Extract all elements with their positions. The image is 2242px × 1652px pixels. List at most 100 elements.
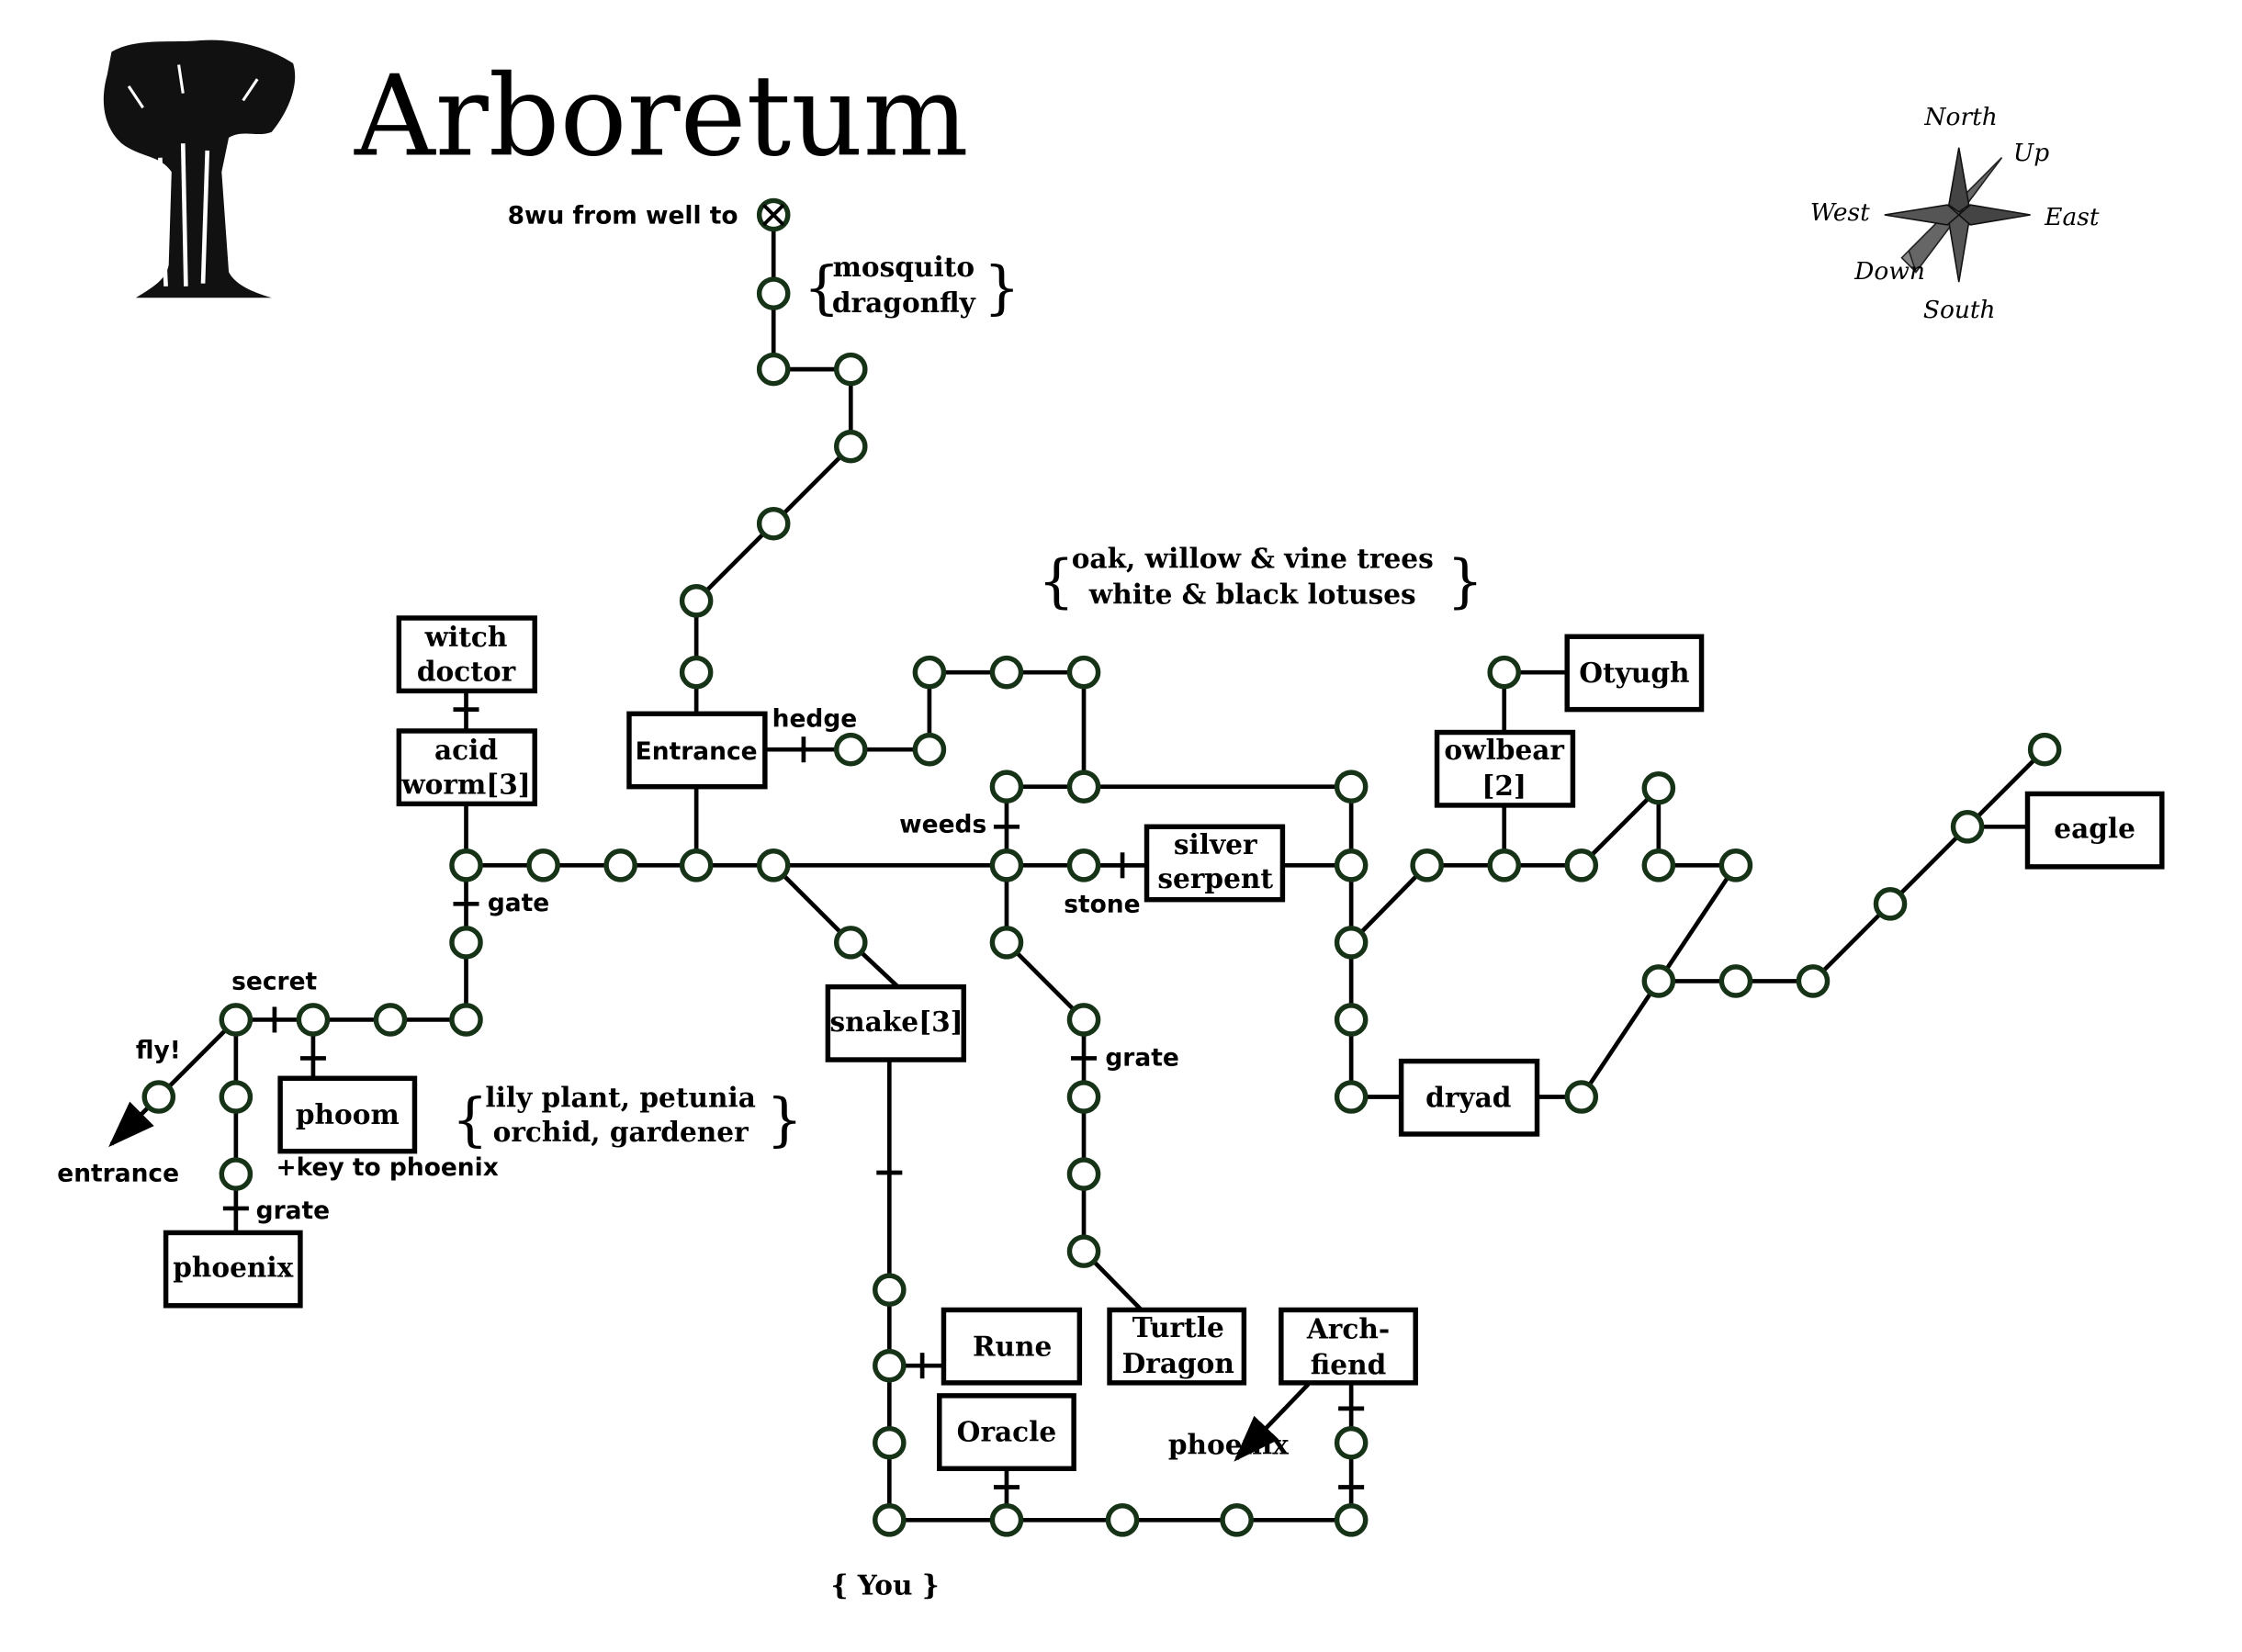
room-node[interactable] <box>1641 964 1676 998</box>
room-node[interactable] <box>1487 655 1522 690</box>
room-node[interactable] <box>679 848 714 882</box>
room-node[interactable] <box>833 429 868 464</box>
note-line: dragonfly <box>832 287 976 319</box>
brace-close-icon: } <box>766 1086 803 1153</box>
compass-star-icon <box>1884 147 2031 283</box>
room-node[interactable] <box>1066 1003 1101 1037</box>
room-node[interactable] <box>1334 926 1369 960</box>
room-node[interactable] <box>1334 1503 1369 1537</box>
room-node[interactable] <box>1066 655 1101 690</box>
note-insects: { mosquito dragonfly } <box>804 251 1020 321</box>
room-archfiend[interactable]: Arch- fiend <box>1279 1307 1418 1386</box>
room-node[interactable] <box>1334 848 1369 882</box>
well-node[interactable] <box>756 197 791 232</box>
nodes <box>141 197 2062 1537</box>
room-node[interactable] <box>1334 770 1369 804</box>
room-silver-serpent[interactable]: silver serpent <box>1144 824 1286 903</box>
room-node[interactable] <box>833 732 868 767</box>
room-node[interactable] <box>141 1080 176 1114</box>
room-node[interactable] <box>373 1003 408 1037</box>
room-witch-doctor[interactable]: witch doctor <box>396 615 537 694</box>
room-node[interactable] <box>989 655 1024 690</box>
you-label: { You } <box>830 1568 939 1601</box>
room-node[interactable] <box>1796 964 1831 998</box>
room-node[interactable] <box>756 276 791 310</box>
room-node[interactable] <box>873 1425 907 1460</box>
room-node[interactable] <box>1564 1080 1599 1114</box>
room-phoom[interactable]: phoom <box>277 1075 418 1154</box>
room-node[interactable] <box>1066 848 1101 882</box>
secret-label: secret <box>231 968 317 996</box>
room-node[interactable] <box>219 1080 253 1114</box>
room-owlbear[interactable]: owlbear [2] <box>1434 729 1576 808</box>
room-node[interactable] <box>912 732 947 767</box>
room-node[interactable] <box>1105 1503 1140 1537</box>
room-node[interactable] <box>873 1273 907 1307</box>
room-node[interactable] <box>756 352 791 387</box>
room-node[interactable] <box>1564 848 1599 882</box>
room-node[interactable] <box>1410 848 1444 882</box>
room-node[interactable] <box>989 770 1024 804</box>
room-node[interactable] <box>873 1348 907 1383</box>
room-node[interactable] <box>1220 1503 1254 1537</box>
room-node[interactable] <box>449 848 483 882</box>
room-node[interactable] <box>756 848 791 882</box>
room-node[interactable] <box>1334 1080 1369 1114</box>
room-node[interactable] <box>1873 887 1908 921</box>
room-node[interactable] <box>989 1503 1024 1537</box>
room-node[interactable] <box>1334 1003 1369 1037</box>
room-node[interactable] <box>989 848 1024 882</box>
room-label: dryad <box>1425 1081 1511 1113</box>
room-node[interactable] <box>756 506 791 541</box>
room-node[interactable] <box>1066 1157 1101 1191</box>
room-entrance[interactable]: Entrance <box>626 711 768 790</box>
room-node[interactable] <box>1718 964 1753 998</box>
compass-north: North <box>1923 103 1997 131</box>
room-node[interactable] <box>912 655 947 690</box>
room-node[interactable] <box>1641 770 1676 805</box>
room-label: phoom <box>296 1098 400 1130</box>
room-phoenix[interactable]: phoenix <box>163 1230 303 1309</box>
room-node[interactable] <box>603 848 637 882</box>
room-node[interactable] <box>526 848 560 882</box>
room-turtle-dragon[interactable]: Turtle Dragon <box>1107 1307 1247 1386</box>
note-line: mosquito <box>833 251 975 283</box>
you-node[interactable] <box>873 1503 907 1537</box>
brace-close-icon: } <box>984 254 1020 321</box>
room-node[interactable] <box>449 926 483 960</box>
room-node[interactable] <box>219 1003 253 1037</box>
gate-label: gate <box>488 889 549 917</box>
room-node[interactable] <box>1066 770 1101 804</box>
room-acid-worm[interactable]: acid worm[3] <box>396 728 537 807</box>
room-node[interactable] <box>679 584 714 618</box>
room-node[interactable] <box>1334 1425 1369 1460</box>
room-otyugh[interactable]: Otyugh <box>1564 634 1705 713</box>
room-eagle[interactable]: eagle <box>2024 791 2165 870</box>
brace-open-icon: { <box>1038 547 1075 614</box>
room-rune[interactable]: Rune <box>941 1307 1083 1386</box>
room-dryad[interactable]: dryad <box>1398 1058 1540 1137</box>
room-node[interactable] <box>449 1003 483 1037</box>
room-node[interactable] <box>1066 1234 1101 1268</box>
room-node[interactable] <box>833 926 868 960</box>
room-node[interactable] <box>1066 1080 1101 1114</box>
room-node[interactable] <box>219 1157 253 1191</box>
room-label: serpent <box>1157 862 1273 894</box>
room-node[interactable] <box>1718 848 1753 882</box>
tree-illustration-icon <box>103 39 296 298</box>
room-node[interactable] <box>1487 848 1522 882</box>
room-node[interactable] <box>989 926 1024 960</box>
room-node[interactable] <box>1641 848 1676 882</box>
room-oracle[interactable]: Oracle <box>937 1393 1076 1471</box>
room-label: Dragon <box>1122 1347 1234 1379</box>
room-node[interactable] <box>833 352 868 387</box>
brace-close-icon: } <box>1447 547 1483 614</box>
room-snake[interactable]: snake[3] <box>825 983 966 1062</box>
room-node[interactable] <box>296 1003 331 1037</box>
room-node[interactable] <box>2027 732 2062 767</box>
room-label: Oracle <box>957 1416 1057 1448</box>
doors <box>222 707 1365 1489</box>
room-node[interactable] <box>679 655 714 690</box>
well-label: 8wu from well to <box>508 201 738 230</box>
room-node[interactable] <box>1950 809 1985 844</box>
